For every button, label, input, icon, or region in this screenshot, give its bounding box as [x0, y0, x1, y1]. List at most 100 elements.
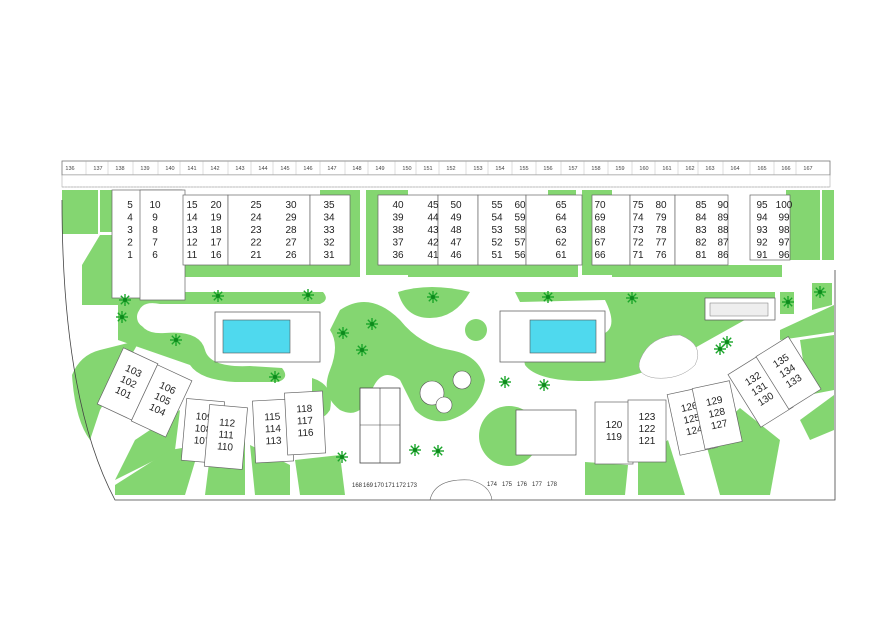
unit-number: 99 [778, 213, 790, 224]
parking-space-number: 148 [352, 166, 361, 172]
unit-number: 112 [219, 417, 236, 429]
unit-number: 1 [127, 250, 133, 261]
palm-tree-icon [427, 291, 439, 303]
unit-number: 64 [555, 213, 567, 224]
parking-space-number: 145 [280, 166, 289, 172]
unit-number: 38 [392, 225, 404, 236]
unit-number: 13 [186, 225, 198, 236]
lawn [408, 265, 578, 277]
unit-number: 86 [717, 250, 729, 261]
lawn [585, 462, 628, 495]
unit-number: 74 [632, 213, 644, 224]
unit-number: 122 [639, 424, 656, 435]
parking-space-number: 165 [757, 166, 766, 172]
palm-tree-icon [269, 371, 281, 383]
lawn [780, 305, 834, 340]
parking-space-number: 158 [591, 166, 600, 172]
apartment-block [477, 194, 527, 266]
lawn-central [326, 302, 485, 422]
parking-space-number: 153 [473, 166, 482, 172]
lawn [62, 190, 98, 234]
unit-number: 111 [218, 429, 235, 441]
unit-number: 39 [392, 213, 404, 224]
unit-number: 81 [695, 250, 707, 261]
unit-number: 31 [323, 250, 335, 261]
parking-space-number: 160 [639, 166, 648, 172]
unit-number: 113 [265, 436, 282, 448]
playground-circle [452, 370, 472, 390]
lawn [398, 287, 470, 318]
access-road [61, 174, 831, 188]
palm-tree-icon [356, 344, 368, 356]
unit-number: 37 [392, 238, 404, 249]
unit-number: 55 [491, 200, 503, 211]
palm-tree-icon [721, 336, 733, 348]
palm-tree-icon [542, 291, 554, 303]
lawn [812, 283, 832, 310]
parking-space-number: 163 [705, 166, 714, 172]
unit-number: 91 [756, 250, 768, 261]
unit-number: 34 [323, 213, 335, 224]
unit-number: 42 [427, 238, 439, 249]
unit-number: 8 [152, 225, 158, 236]
unit-number: 119 [606, 432, 622, 443]
apartment-block [309, 194, 351, 266]
apartment-block [629, 194, 676, 266]
unit-number: 118 [296, 404, 313, 416]
sport-court-surface [709, 302, 769, 317]
building-outline [755, 336, 822, 410]
building-outline [203, 404, 248, 470]
unit-number: 124 [685, 424, 704, 438]
unit-number: 47 [450, 238, 462, 249]
unit-number: 22 [250, 238, 262, 249]
apartment-block [182, 194, 229, 266]
unit-number: 32 [323, 238, 335, 249]
unit-number: 85 [695, 200, 707, 211]
unit-number: 33 [323, 225, 335, 236]
unit-number: 95 [756, 200, 768, 211]
parking-space-number: 161 [662, 166, 671, 172]
unit-number: 29 [285, 213, 297, 224]
apartment-block [227, 194, 311, 266]
unit-number: 123 [639, 412, 656, 423]
parking-space-number: 167 [803, 166, 812, 172]
palm-tree-icon [336, 451, 348, 463]
parking-space-number: 164 [730, 166, 739, 172]
unit-number: 58 [514, 225, 526, 236]
unit-number: 45 [427, 200, 439, 211]
palm-tree-icon [302, 289, 314, 301]
unit-number: 53 [491, 225, 503, 236]
parking-space-number: 150 [402, 166, 411, 172]
unit-number: 79 [655, 213, 667, 224]
unit-number: 94 [756, 213, 768, 224]
lawn-west-garden [118, 292, 326, 382]
unit-number: 63 [555, 225, 567, 236]
unit-number: 82 [695, 238, 707, 249]
apartment-block [749, 194, 791, 261]
lawn [800, 395, 834, 440]
unit-number: 61 [555, 250, 567, 261]
unit-number: 125 [683, 412, 702, 426]
unit-number: 120 [606, 420, 623, 431]
unit-number: 17 [210, 238, 222, 249]
parking-space-number: 138 [115, 166, 124, 172]
unit-number: 43 [427, 225, 439, 236]
unit-number: 41 [427, 250, 439, 261]
palm-tree-icon [409, 444, 421, 456]
palm-tree-icon [366, 318, 378, 330]
lawn [786, 190, 820, 260]
parking-space-number: 143 [235, 166, 244, 172]
parking-space-number: 156 [543, 166, 552, 172]
unit-number: 100 [776, 200, 793, 211]
unit-number: 77 [655, 238, 667, 249]
unit-number: 14 [186, 213, 198, 224]
unit-number: 71 [632, 250, 644, 261]
unit-number: 72 [632, 238, 644, 249]
unit-number: 98 [778, 225, 790, 236]
lawn [822, 190, 834, 260]
